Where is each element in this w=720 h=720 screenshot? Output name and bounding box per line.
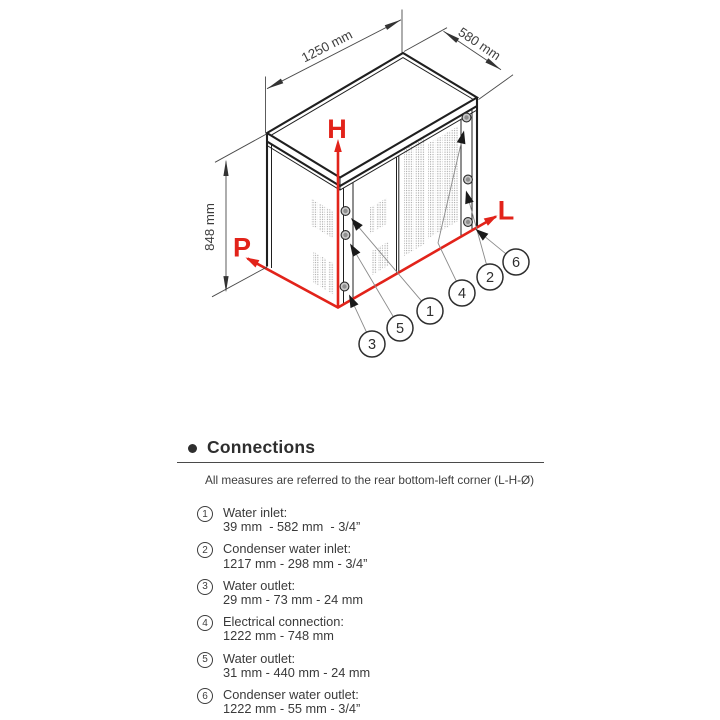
item-title: Electrical connection:	[223, 614, 344, 630]
marker-5-label: 5	[396, 321, 404, 337]
item-measures: 1222 mm - 748 mm	[223, 628, 334, 644]
item-measures: 31 mm - 440 mm - 24 mm	[223, 664, 371, 680]
connection-item-4: 4 Electrical connection: 1222 mm - 748 m…	[197, 615, 547, 643]
marker-1: 1	[416, 297, 444, 325]
bolt-water-inlet	[340, 206, 351, 216]
item-measures: 1217 mm - 298 mm - 3/4”	[223, 555, 368, 571]
marker-6: 6	[502, 248, 530, 276]
item-title: Condenser water outlet:	[223, 687, 359, 703]
item-title: Water outlet:	[223, 577, 296, 593]
connection-item-1: 1 Water inlet: 39 mm - 582 mm - 3/4”	[197, 505, 547, 535]
axis-arrow-h	[334, 139, 342, 152]
axis-label-l: L	[498, 196, 515, 226]
item-measures: 29 mm - 73 mm - 24 mm	[223, 592, 364, 608]
bolt-condenser-outlet	[463, 217, 473, 227]
section-heading: Connections	[177, 436, 547, 458]
marker-4-label: 4	[458, 286, 466, 302]
connection-item-2: 2 Condenser water inlet: 1217 mm - 298 m…	[197, 542, 547, 570]
marker-5: 5	[386, 314, 414, 342]
connections-list: 1 Water inlet: 39 mm - 582 mm - 3/4” 2 C…	[197, 505, 547, 717]
marker-4: 4	[448, 279, 476, 307]
marker-2: 2	[476, 263, 504, 291]
item-number-badge: 2	[197, 542, 213, 559]
item-title: Water inlet:	[223, 505, 288, 520]
axis-arrow-l	[483, 215, 498, 226]
item-number-badge: 1	[197, 506, 213, 522]
marker-1-label: 1	[426, 304, 434, 320]
connections-section: Connections All measures are referred to…	[177, 436, 547, 720]
item-title: Water outlet:	[223, 650, 296, 666]
connection-item-6: 6 Condenser water outlet: 1222 mm - 55 m…	[197, 687, 547, 717]
bolt-water-outlet-mid	[340, 230, 351, 240]
leader-lines	[349, 130, 507, 333]
item-number-badge: 6	[197, 688, 213, 705]
marker-3-label: 3	[368, 337, 376, 353]
bolt-condenser-inlet	[463, 174, 473, 185]
measures-note: All measures are referred to the rear bo…	[205, 473, 535, 487]
section-divider	[177, 462, 544, 463]
axis-label-h: H	[327, 114, 347, 144]
dim-label-length: 1250 mm	[299, 27, 355, 65]
connection-item-5: 5 Water outlet: 31 mm - 440 mm - 24 mm	[197, 650, 547, 680]
item-title: Condenser water inlet:	[223, 541, 352, 557]
marker-3: 3	[358, 330, 386, 358]
axis-label-p: P	[233, 233, 251, 263]
bolt-water-outlet-low	[339, 281, 350, 292]
bolt-electrical	[461, 112, 472, 123]
reference-axes: H P L	[233, 114, 515, 309]
marker-2-label: 2	[486, 270, 494, 286]
item-measures: 39 mm - 582 mm - 3/4”	[223, 519, 361, 535]
connection-bolts	[339, 112, 473, 292]
item-number-badge: 3	[197, 578, 213, 595]
dim-label-height: 848 mm	[202, 203, 217, 251]
marker-6-label: 6	[512, 255, 520, 271]
item-measures: 1222 mm - 55 mm - 3/4”	[223, 701, 361, 717]
connection-item-3: 3 Water outlet: 29 mm - 73 mm - 24 mm	[197, 577, 547, 608]
bullet-icon	[188, 443, 197, 453]
item-number-badge: 4	[197, 615, 213, 632]
axis-arrow-p	[245, 257, 260, 268]
connection-markers: 1 2 3 4 5 6	[358, 248, 530, 358]
section-title: Connections	[207, 437, 316, 457]
item-number-badge: 5	[197, 651, 213, 668]
vent-grilles	[311, 126, 459, 295]
